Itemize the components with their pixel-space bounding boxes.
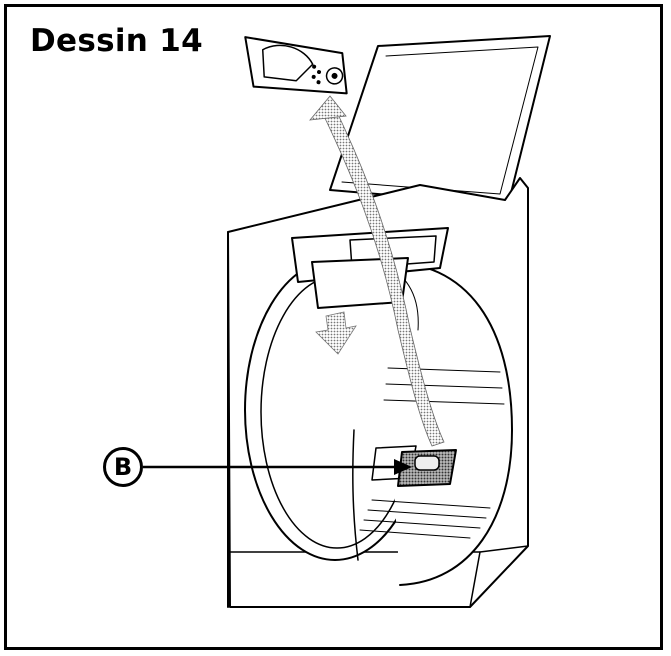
insertion-arrow [309,95,445,447]
callout-leader [143,459,412,475]
cartridge [244,36,348,95]
callout-b: B [103,447,143,487]
drum [244,259,513,586]
figure-title: Dessin 14 [30,23,203,59]
down-arrow [315,311,357,355]
